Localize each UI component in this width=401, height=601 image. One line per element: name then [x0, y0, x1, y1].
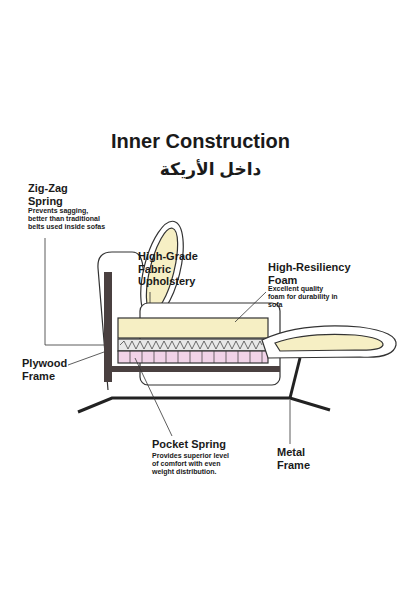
- part-name: High-Resiliency Foam: [268, 261, 368, 286]
- leader-line: [290, 400, 291, 444]
- zigzag-spring-layer: [118, 339, 268, 351]
- part-name: Plywood Frame: [22, 357, 72, 382]
- arabic-title: داخل الأريكة: [10, 160, 401, 180]
- part-name: Pocket Spring: [152, 438, 262, 451]
- leader-line: [45, 238, 104, 345]
- part-note: Provides superior level of comfort with …: [152, 452, 232, 476]
- footrest-cushion: [275, 334, 383, 351]
- leader-line: [68, 352, 104, 365]
- diagram-title: Inner Construction: [0, 130, 401, 153]
- part-name: High-Grade Fabric Upholstery: [138, 250, 210, 288]
- foam-layer: [118, 318, 268, 338]
- part-name: Metal Frame: [277, 446, 327, 471]
- footrest: [262, 326, 396, 358]
- pocket-spring-layer: [118, 351, 268, 363]
- plywood-frame-base: [112, 366, 280, 372]
- part-name: Zig-Zag Spring: [28, 182, 88, 207]
- leader-line: [150, 292, 151, 303]
- leader-line: [135, 358, 172, 436]
- part-note: Excellent quality foam for durability in…: [268, 285, 340, 309]
- metal-frame-arm: [290, 358, 300, 398]
- part-note: Prevents sagging, better than traditiona…: [28, 207, 106, 231]
- plywood-frame: [104, 272, 112, 382]
- zigzag-spring: [120, 341, 262, 349]
- leader-line: [235, 292, 266, 322]
- metal-frame: [78, 398, 330, 412]
- pocket-dividers: [130, 351, 262, 363]
